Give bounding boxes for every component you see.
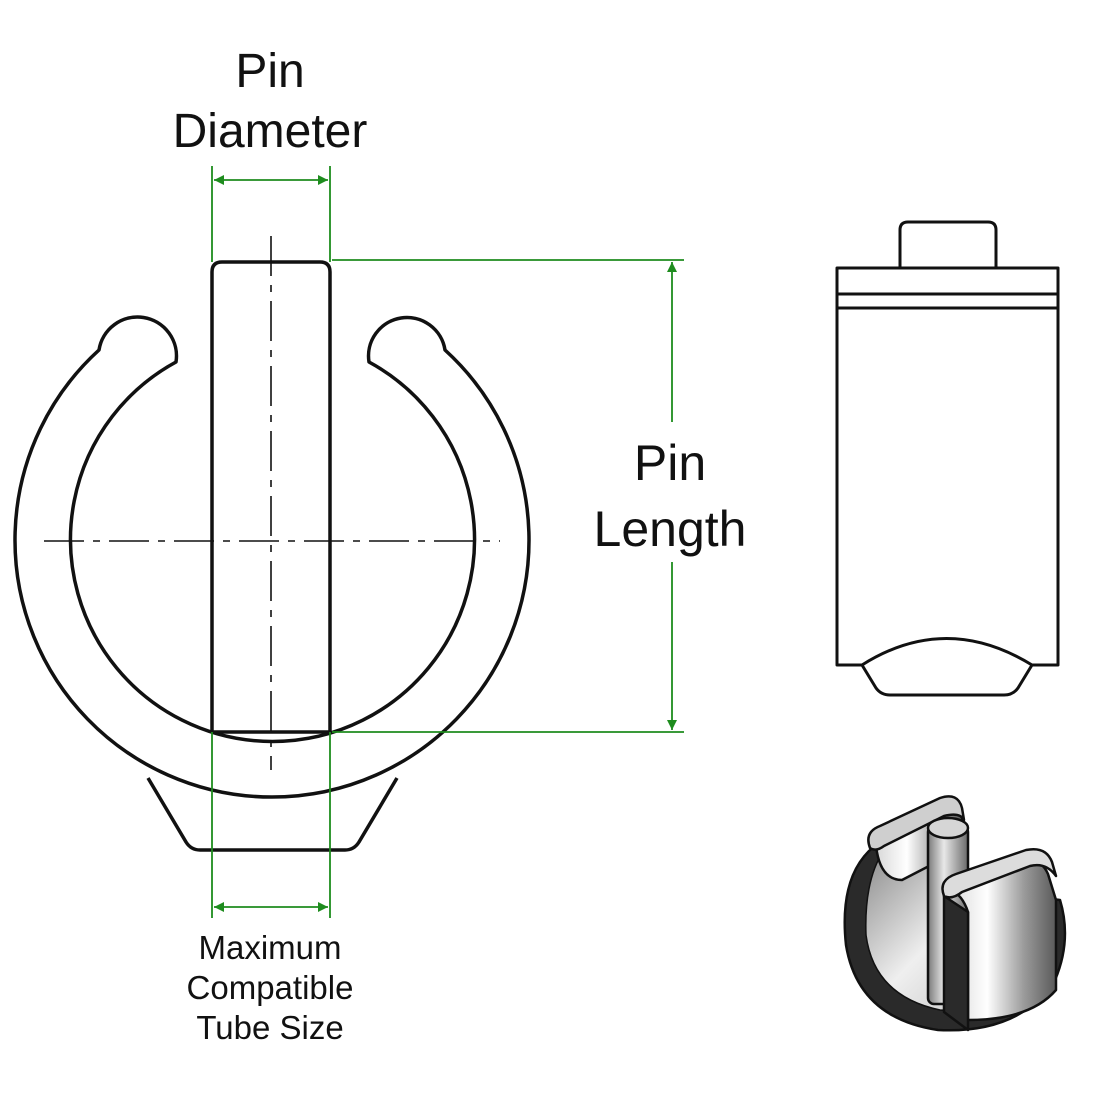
side-view	[835, 220, 1060, 697]
iso-right-lip	[941, 848, 1058, 899]
clip-ring	[13, 315, 531, 799]
isometric-view	[843, 795, 1067, 1032]
front-view	[13, 236, 531, 852]
pin-diameter-label: Pin Diameter	[130, 42, 410, 162]
pin-length-line-2: Length	[593, 501, 747, 557]
max-tube-line-1: Maximum	[198, 929, 342, 966]
max-tube-line-3: Tube Size	[196, 1009, 344, 1046]
iso-pin-top	[926, 816, 970, 840]
clip-body	[835, 266, 1060, 667]
max-tube-line-2: Compatible	[186, 969, 354, 1006]
clip-foot	[146, 777, 399, 852]
pin-length-label: Pin Length	[560, 430, 780, 562]
pin-top	[898, 220, 998, 268]
pin-length-line-1: Pin	[633, 435, 707, 491]
iso-left-lip	[867, 795, 966, 851]
max-tube-size-label: Maximum Compatible Tube Size	[130, 928, 410, 1048]
pin-diameter-line-1: Pin	[235, 45, 305, 98]
pin-diameter-line-2: Diameter	[172, 105, 368, 158]
iso-front-rim	[942, 894, 970, 1032]
clip-foot-side	[860, 637, 1034, 697]
dimension-lines	[211, 166, 684, 918]
